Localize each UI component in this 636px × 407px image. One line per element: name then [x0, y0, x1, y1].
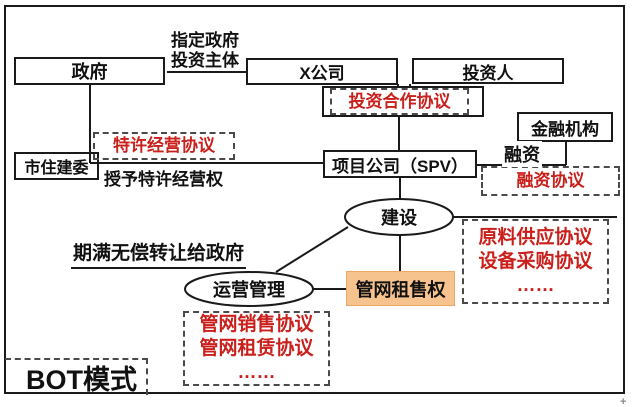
pipeline-agreement-ellipsis: …… — [237, 361, 276, 383]
investment-agreement-box: 投资合作协议 — [330, 88, 469, 115]
financial-institution-node: 金融机构 — [517, 112, 613, 142]
pipeline-right-node: 管网租售权 — [346, 271, 455, 306]
designate-label-line2: 投资主体 — [171, 51, 239, 70]
x-company-node: X公司 — [246, 58, 398, 85]
investment-agreement-container — [322, 86, 484, 117]
supply-agreements-box: 原料供应协议 设备采购协议 …… — [462, 219, 609, 304]
designate-government-investor-label: 指定政府 投资主体 — [169, 31, 241, 71]
supply-agreement-line2: 设备采购协议 — [478, 250, 593, 272]
bot-mode-title: BOT模式 — [26, 365, 137, 395]
diagram-border — [4, 5, 625, 394]
operation-label: 运营管理 — [213, 280, 285, 300]
pipeline-agreements-box: 管网销售协议 管网租赁协议 …… — [183, 311, 330, 386]
pipeline-agreement-line2: 管网租赁协议 — [199, 337, 314, 359]
pipeline-agreement-line1: 管网销售协议 — [199, 313, 314, 335]
build-ellipse — [344, 198, 454, 236]
transfer-to-government-label: 期满无偿转让给政府 — [71, 238, 247, 269]
financing-agreement-box: 融资协议 — [481, 166, 620, 196]
supply-agreement-ellipsis: …… — [516, 274, 555, 296]
grant-franchise-label: 授予特许经营权 — [104, 170, 223, 189]
bot-mode-corner-frame — [5, 358, 148, 395]
operation-ellipse — [184, 271, 314, 307]
housing-committee-node: 市住建委 — [14, 152, 99, 180]
government-node: 政府 — [14, 57, 165, 85]
investment-agreement-label: 投资合作协议 — [348, 91, 451, 111]
franchise-agreement-label: 特许经营协议 — [113, 136, 215, 155]
investor-node: 投资人 — [412, 58, 564, 84]
build-label: 建设 — [381, 208, 417, 228]
franchise-agreement-box: 特许经营协议 — [93, 132, 235, 160]
spv-node: 项目公司（SPV） — [323, 150, 477, 178]
financing-label: 融资 — [502, 141, 542, 167]
designate-label-line1: 指定政府 — [171, 31, 239, 50]
financing-agreement-label: 融资协议 — [516, 171, 585, 190]
cursor-artifact: + — [620, 396, 627, 407]
line-build-to-operation — [275, 226, 349, 273]
supply-agreement-line1: 原料供应协议 — [478, 226, 593, 248]
